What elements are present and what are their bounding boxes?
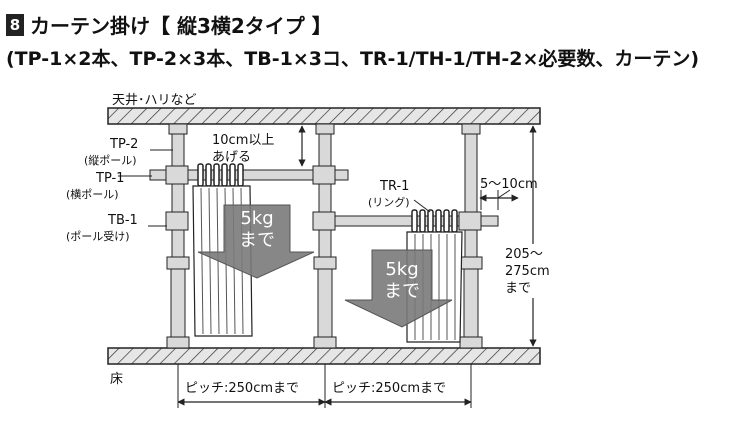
tp1-label: TP-1 xyxy=(95,171,124,186)
load-1-weight: 5kg xyxy=(240,208,273,229)
side-gap-label: 5～10cm xyxy=(480,177,538,192)
floor-label: 床 xyxy=(110,372,123,387)
vertical-pole-1 xyxy=(166,123,190,349)
parts-list: (TP-1×2本、TP-2×3本、TB-1×3コ、TR-1/TH-1/TH-2×… xyxy=(6,48,700,70)
tp1-desc: (横ポール) xyxy=(66,187,119,201)
load-1-limit: まで xyxy=(239,230,275,251)
ceiling xyxy=(107,107,541,125)
gap-label-1: 10cm以上 xyxy=(212,133,274,148)
section-title: 8 カーテン掛け【 縦3横2タイプ 】 xyxy=(6,10,332,39)
tp2-label: TP-2 xyxy=(109,137,138,152)
tp2-desc: (縦ポール) xyxy=(84,154,137,167)
tr1-desc: (リング) xyxy=(368,195,410,209)
tr1-label: TR-1 xyxy=(379,179,409,194)
pole-bracket-1a xyxy=(165,165,189,185)
horizontal-pole-1 xyxy=(149,169,349,181)
vertical-pole-3 xyxy=(459,123,483,349)
pole-bracket-2a xyxy=(312,211,336,231)
load-2-weight: 5kg xyxy=(385,259,418,280)
tb1-label: TB-1 xyxy=(107,213,138,228)
pitch-label-2: ピッチ:250cmまで xyxy=(332,381,446,396)
section-number-badge: 8 xyxy=(6,13,24,36)
gap-label-2: あげる xyxy=(212,150,251,165)
pitch-label-1: ピッチ:250cmまで xyxy=(185,381,299,396)
pole-bracket-2b xyxy=(458,211,482,231)
height-label-3: まで xyxy=(505,281,531,296)
tb1-desc: (ポール受け) xyxy=(66,230,130,243)
rings-group-1 xyxy=(197,163,244,187)
floor xyxy=(107,347,541,365)
vertical-pole-2 xyxy=(313,123,337,349)
rings-group-2 xyxy=(411,209,458,233)
pole-bracket-left xyxy=(165,211,189,231)
ceiling-label: 天井･ハリなど xyxy=(112,93,197,108)
load-arrow-2: 5kg まで xyxy=(344,249,453,328)
height-label-2: 275cm xyxy=(505,264,550,279)
load-arrow-1: 5kg まで xyxy=(197,204,315,279)
pole-bracket-1b xyxy=(312,165,336,185)
section-title-text: カーテン掛け【 縦3横2タイプ 】 xyxy=(30,14,332,38)
height-label-1: 205～ xyxy=(505,247,543,262)
load-2-limit: まで xyxy=(384,281,420,302)
